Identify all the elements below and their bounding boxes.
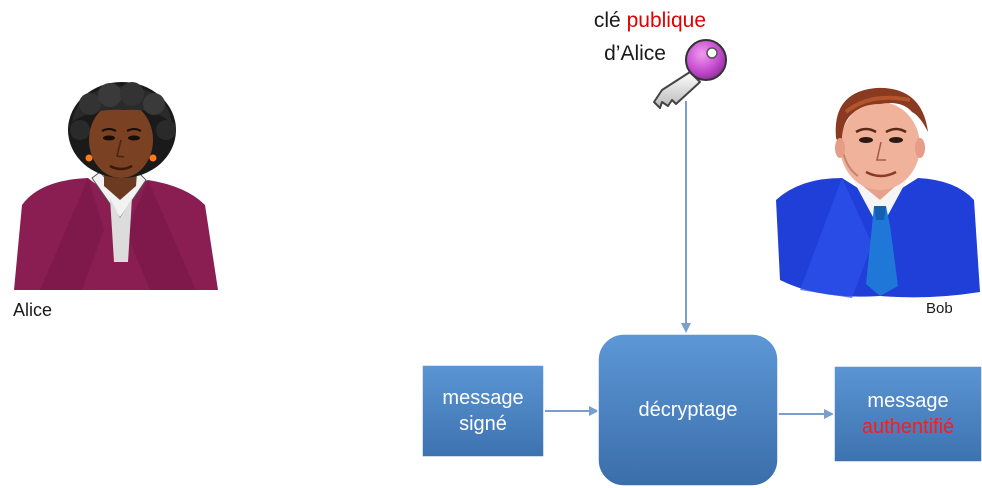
- alice-name: Alice: [13, 300, 53, 320]
- key-caption-line1: clé publique: [594, 6, 706, 36]
- key-caption-highlight: publique: [626, 9, 706, 32]
- output-box: message authentifié: [834, 366, 982, 462]
- key-icon: [653, 39, 727, 109]
- process-box-label: décryptage: [638, 399, 738, 421]
- alice-figure: [14, 82, 218, 290]
- input-box: message signé: [422, 365, 544, 457]
- bob-name: Bob: [926, 300, 953, 317]
- bob-figure: [776, 87, 980, 298]
- output-box-line2: authentifié: [861, 416, 955, 438]
- key-caption: clé publique d’Alice: [560, 6, 706, 70]
- process-box-shape: [597, 333, 779, 487]
- output-box-line1: message: [867, 390, 949, 412]
- input-box-shape: [421, 364, 545, 458]
- output-box-shape: [833, 365, 982, 463]
- key-caption-word: clé: [593, 9, 621, 32]
- input-box-line1: message: [442, 387, 524, 409]
- process-box: décryptage: [598, 334, 778, 486]
- input-box-line2: signé: [459, 413, 507, 435]
- key-caption-owner: d’Alice: [604, 42, 666, 65]
